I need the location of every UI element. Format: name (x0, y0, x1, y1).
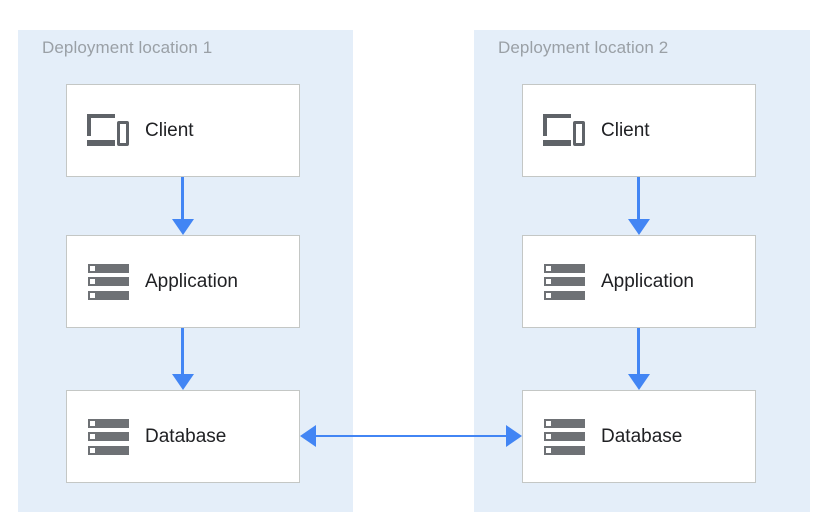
node-database-1[interactable]: Database (66, 390, 300, 483)
node-client-1[interactable]: Client (66, 84, 300, 177)
node-application-1[interactable]: Application (66, 235, 300, 328)
devices-icon (85, 110, 131, 152)
devices-icon (541, 110, 587, 152)
node-database-2-label: Database (601, 425, 683, 447)
arrow-application-2-to-database-2 (628, 328, 650, 390)
deployment-location-1-label: Deployment location 1 (42, 38, 213, 57)
node-application-2-label: Application (601, 270, 694, 292)
server-icon (541, 261, 587, 303)
node-application-2[interactable]: Application (522, 235, 756, 328)
deployment-location-2-label: Deployment location 2 (498, 38, 669, 57)
database-icon (541, 416, 587, 458)
node-database-2[interactable]: Database (522, 390, 756, 483)
database-icon (85, 416, 131, 458)
node-client-2[interactable]: Client (522, 84, 756, 177)
arrow-database-1-to-database-2-bidirectional (300, 425, 522, 447)
arrow-client-2-to-application-2 (628, 177, 650, 235)
node-client-1-label: Client (145, 119, 194, 141)
server-icon (85, 261, 131, 303)
node-client-2-label: Client (601, 119, 650, 141)
node-database-1-label: Database (145, 425, 227, 447)
arrow-application-1-to-database-1 (172, 328, 194, 390)
node-application-1-label: Application (145, 270, 238, 292)
arrow-client-1-to-application-1 (172, 177, 194, 235)
